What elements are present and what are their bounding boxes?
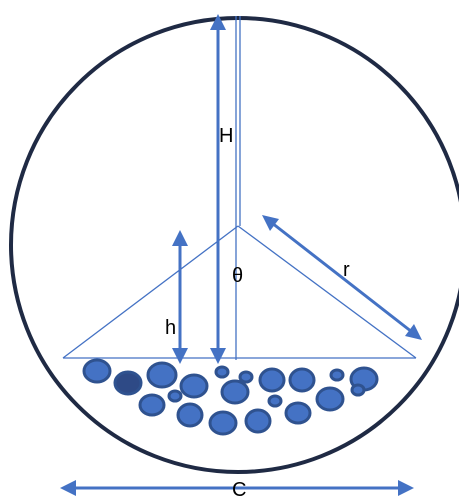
- ball: [267, 394, 283, 408]
- ball: [288, 367, 316, 393]
- r-dimension-arrow: [262, 215, 422, 340]
- ball: [146, 361, 178, 389]
- mill-circle: [9, 16, 459, 474]
- H-dimension-arrow: [210, 14, 226, 364]
- ball: [214, 365, 230, 379]
- label-C: C: [232, 479, 246, 499]
- h-dimension-arrow: [172, 230, 188, 364]
- label-h: h: [165, 317, 176, 339]
- ball: [258, 367, 286, 393]
- ball: [238, 370, 254, 384]
- ball: [284, 401, 312, 425]
- grinding-media: [82, 358, 379, 436]
- ball: [179, 373, 209, 399]
- ball: [138, 393, 166, 417]
- C-dimension-arrow: [60, 480, 414, 496]
- label-theta: θ: [232, 265, 243, 287]
- ball: [220, 379, 250, 405]
- ball: [315, 386, 345, 412]
- ball: [176, 402, 204, 428]
- ball: [113, 370, 143, 396]
- ball: [82, 358, 112, 384]
- ball: [244, 408, 272, 434]
- ball: [350, 383, 366, 397]
- ball: [208, 410, 238, 436]
- ball: [329, 368, 345, 382]
- triangle-right-side: [237, 225, 417, 359]
- label-r: r: [343, 259, 350, 281]
- ball: [167, 389, 183, 403]
- triangle-left-side: [62, 225, 239, 359]
- label-H: H: [219, 125, 233, 147]
